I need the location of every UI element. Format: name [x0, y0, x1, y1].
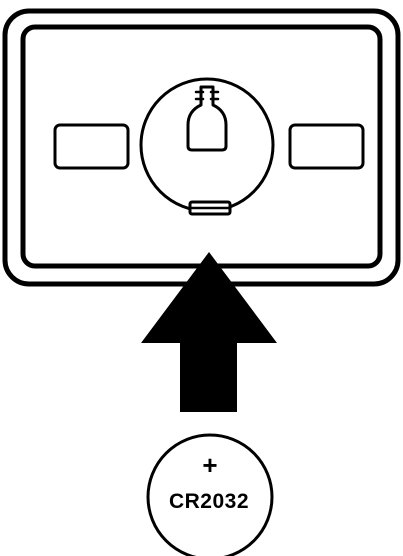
battery-body	[146, 433, 274, 556]
left-slot	[53, 123, 130, 170]
device-back-panel	[2, 8, 401, 287]
battery-model-label: CR2032	[169, 490, 249, 513]
coin-cell-battery-icon: + CR2032	[146, 433, 274, 556]
battery-polarity-label: +	[202, 450, 217, 480]
compartment-top-clip	[186, 85, 228, 152]
battery-compartment-icon	[139, 77, 275, 216]
right-slot	[288, 123, 365, 170]
battery-compartment	[139, 77, 275, 213]
insert-arrow-icon	[141, 252, 277, 412]
device-inner-frame	[20, 24, 383, 269]
device-outer-frame	[2, 8, 401, 287]
